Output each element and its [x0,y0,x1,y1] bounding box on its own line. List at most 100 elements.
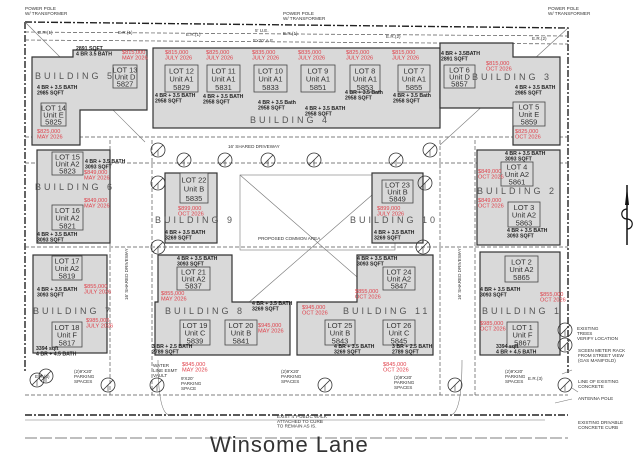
lot-unit: Unit E [519,110,539,119]
lot-unit: Unit F [512,331,532,340]
tree-icon [149,377,165,393]
unit-specs: 3093 SQFT [357,262,385,268]
lot-price: $855,000 [84,284,107,290]
lot-address: 5837 [185,281,202,290]
lot-price: $815,000 [392,50,415,56]
lot-address: 5825 [45,117,62,126]
unit-specs: 4 BR + 3.5 BATH [155,93,196,99]
unit-specs: 4 BR + 3.5 BATH [37,232,78,238]
lot-availability-date: JULY 2026 [392,56,419,62]
building-label: BUILDING 11 [343,306,430,316]
lot-number: LOT 11 [211,67,235,76]
lot-unit: Unit C [389,329,410,338]
lot-label-box [324,319,356,346]
easement-ref-label: E.R.(3) [528,376,543,381]
lot-price: $825,000 [37,129,60,135]
lot-label-box [349,64,381,93]
lot-availability-date: JULY 2026 [165,56,192,62]
tree-icon [422,142,438,158]
parking-spaces-label: PARKING [74,374,95,379]
parking-spaces-label: SPACES [505,379,523,384]
power-pole-label: POWER POLE [25,6,56,11]
unit-specs: 2958 SQFT [345,96,373,102]
tree-icon [176,152,192,168]
power-pole-label: W/ TRANSFORMER [25,11,68,16]
lot-number: LOT 24 [387,267,412,276]
water-line-vault-label: LINE ESMT [153,368,177,373]
lot-availability-date: JULY 2026 [86,324,113,330]
unit-specs: 4 BR + 3.5 Bath [345,90,383,96]
lot-address: 5823 [59,166,76,175]
unit-specs: 4 BR + 3.5 BATH [507,228,548,234]
lot-address: 5855 [406,83,423,92]
unit-specs: 4 BR + 3.5 BATH [37,85,78,91]
easement-ref-label: E.R.(3) [35,374,50,379]
lot-availability-date: MAY 2026 [161,297,187,303]
tree-icon [415,239,431,255]
lot-number: LOT 7 [404,67,425,76]
lot-address: 5851 [310,83,327,92]
lot-unit: Unit A2 [181,274,205,283]
meter-rack-note: (GAS MANIFOLD) [578,358,616,363]
parking-spaces-label: (2)9'X20' [505,369,523,374]
lot-address: 5861 [509,177,526,186]
lot-unit: Unit F [57,331,77,340]
lot-availability-date: OCT 2026 [478,175,504,181]
lot-number: LOT 19 [183,321,208,330]
tree-icon [306,152,322,168]
unit-specs: 4 BR + 3.5 BATH [252,301,293,307]
lot-availability-date: MAY 2026 [182,368,208,374]
lot-address: 5853 [357,83,374,92]
tree-icon [557,377,573,393]
public-walk-note: TO REMAIN AS IS. [277,424,316,429]
lot-address: 5817 [59,338,76,347]
parking-spaces-label: (2)9'X20' [74,369,92,374]
lot-price: $945,000 [258,323,281,329]
lot-address: 5829 [173,83,190,92]
lot-availability-date: OCT 2026 [178,212,204,218]
lot-number: LOT 2 [511,257,532,266]
meter-rack-note: SCEEN METER RACK [578,348,626,353]
existing-concrete-note: CONCRETE [578,384,604,389]
lot-unit: Unit A2 [387,274,411,283]
parking-spaces-label: SPACES [281,379,299,384]
unit-specs: 3093 SQFT [480,293,508,299]
tree-icon [447,377,463,393]
parking-spaces-label: SPACES [394,385,412,390]
public-walk-note: ATTACHED TO CURB [277,419,323,424]
power-pole-label: POWER POLE [548,6,579,11]
unit-specs: 3093 SQFT [85,165,113,171]
lot-price: $815,000 [486,61,509,67]
unit-specs: 2985 SQFT [37,91,65,97]
lot-price: $845,000 [383,362,406,368]
lot-unit: Unit A1 [258,75,282,84]
leader-line [571,387,579,393]
